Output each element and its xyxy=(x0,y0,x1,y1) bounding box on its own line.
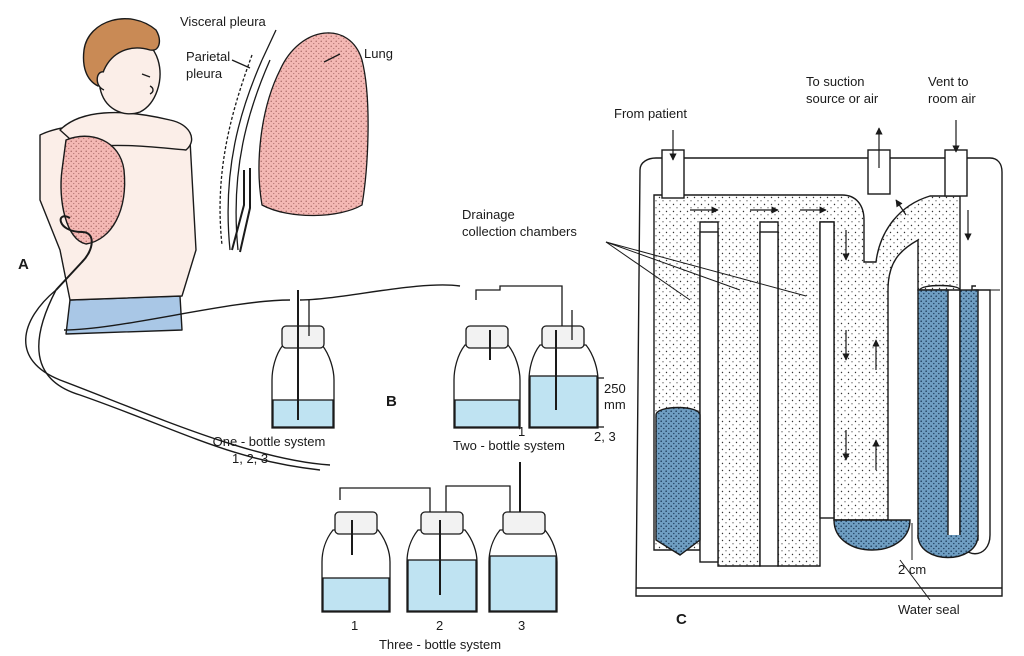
one-bottle-numbers: 1, 2, 3 xyxy=(232,451,269,466)
panel-a-label: A xyxy=(18,256,29,273)
250-label-line1: 250 xyxy=(604,381,626,396)
one-bottle-title: One - bottle system xyxy=(212,434,326,449)
visceral-pleura-label: Visceral pleura xyxy=(180,14,266,29)
one-bottle-system xyxy=(271,290,335,429)
lung-detail xyxy=(219,29,369,253)
two-cm-label: 2 cm xyxy=(898,562,927,577)
two-bottle-system xyxy=(453,285,604,429)
three-bottle-title: Three - bottle system xyxy=(378,637,502,652)
patient-figure xyxy=(39,18,197,335)
two-bottle-title: Two - bottle system xyxy=(453,438,565,453)
panel-b-label: B xyxy=(386,393,397,410)
250-label-line2: mm xyxy=(604,397,626,412)
drainage-label-line2: collection chambers xyxy=(462,224,577,239)
from-patient-label: From patient xyxy=(614,106,687,121)
to-suction-label-line1: To suction xyxy=(806,74,865,89)
lung-label: Lung xyxy=(364,46,393,61)
three-bottle-number-1: 1 xyxy=(351,618,359,633)
three-bottle-number-3: 3 xyxy=(518,618,526,633)
three-bottle-number-2: 2 xyxy=(436,618,444,633)
drainage-unit xyxy=(605,120,1003,601)
to-suction-label-line2: source or air xyxy=(806,91,879,106)
three-bottle-system xyxy=(321,462,558,613)
parietal-pleura-label-line1: Parietal xyxy=(186,49,231,64)
water-seal-label: Water seal xyxy=(898,602,960,617)
vent-label-line2: room air xyxy=(928,91,976,106)
drainage-label-line1: Drainage xyxy=(462,207,515,222)
parietal-pleura-label-line2: pleura xyxy=(186,66,223,81)
patient-tubing xyxy=(25,284,461,471)
vent-label-line1: Vent to xyxy=(928,74,969,89)
two-bottle-number-1: 1 xyxy=(518,424,526,439)
two-bottle-number-23: 2, 3 xyxy=(594,429,616,444)
panel-c-label: C xyxy=(676,611,687,628)
